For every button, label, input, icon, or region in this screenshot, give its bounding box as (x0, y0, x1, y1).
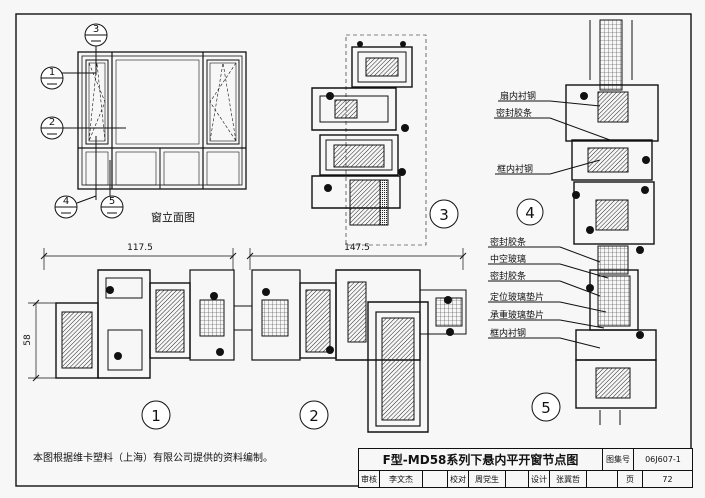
checker-signature (506, 471, 529, 487)
atlas-number: 06J607-1 (645, 455, 681, 464)
window-elevation (62, 45, 247, 200)
designer-name: 张冀哲 (550, 471, 587, 487)
callout-sash-steel: 扇内衬钢 (500, 90, 536, 102)
title-block: F型-MD58系列下悬内平开窗节点图 图集号 06J607-1 审核 李文杰 校… (358, 448, 693, 488)
marker-1-label: 1 (49, 67, 55, 78)
marker-2: 2 (40, 116, 64, 140)
callout-seal-strip-2: 密封胶条 (490, 236, 526, 248)
callout-frame-steel-2: 框内衬钢 (490, 327, 526, 339)
detail-3-number: 3 (429, 199, 459, 229)
detail-2-label: 2 (309, 407, 319, 425)
callout-bearing-pad: 承重玻璃垫片 (490, 309, 544, 321)
checker-name: 周党生 (469, 471, 506, 487)
marker-5-label: 5 (109, 196, 115, 207)
source-note: 本图根据维卡塑料（上海）有限公司提供的资料编制。 (33, 451, 273, 464)
detail-1-number: 1 (141, 400, 171, 430)
dimension-147-5: 147.5 (344, 243, 370, 253)
detail-3-section (311, 34, 427, 246)
callout-insulated-glass: 中空玻璃 (490, 253, 526, 265)
drawing-title: F型-MD58系列下悬内平开窗节点图 (359, 449, 603, 470)
reviewer-signature (423, 471, 448, 487)
page-number: 72 (662, 474, 673, 484)
marker-2-label: 2 (49, 117, 55, 128)
dimension-58: 58 (23, 334, 33, 346)
marker-3: 3 (84, 23, 108, 47)
dimension-117-5: 117.5 (127, 243, 153, 253)
reviewer-name: 李文杰 (380, 471, 423, 487)
detail-4-label: 4 (525, 204, 535, 222)
check-label: 校对 (448, 471, 469, 487)
marker-5: 5 (100, 195, 124, 219)
detail-2-section (251, 269, 467, 433)
detail-5-label: 5 (541, 399, 551, 417)
detail-1-section (55, 269, 252, 379)
callouts-4: 扇内衬钢 密封胶条 框内衬钢 (494, 90, 611, 175)
marker-4-label: 4 (63, 196, 69, 207)
elevation-caption: 窗立面图 (151, 210, 195, 224)
marker-3-label: 3 (93, 24, 99, 35)
marker-4: 4 (54, 195, 97, 219)
detail-5-number: 5 (531, 392, 561, 422)
marker-1: 1 (40, 66, 64, 90)
dimension-lines (28, 248, 467, 382)
sheet-border (15, 13, 692, 487)
callout-frame-steel-1: 框内衬钢 (497, 163, 533, 175)
detail-3-label: 3 (439, 206, 449, 224)
detail-4-number: 4 (516, 198, 544, 226)
page-label: 页 (618, 471, 643, 487)
callout-locating-pad: 定位玻璃垫片 (490, 291, 544, 303)
detail-1-label: 1 (151, 407, 161, 425)
callout-seal-strip-3: 密封胶条 (490, 270, 526, 282)
callout-seal-strip-1: 密封胶条 (496, 107, 532, 119)
atlas-label: 图集号 (603, 449, 634, 470)
callouts-5: 密封胶条 中空玻璃 密封胶条 定位玻璃垫片 承重玻璃垫片 框内衬钢 (488, 236, 609, 349)
designer-signature (587, 471, 618, 487)
design-label: 设计 (529, 471, 550, 487)
detail-4-5-section (565, 19, 659, 425)
review-label: 审核 (359, 471, 380, 487)
detail-2-number: 2 (299, 400, 329, 430)
